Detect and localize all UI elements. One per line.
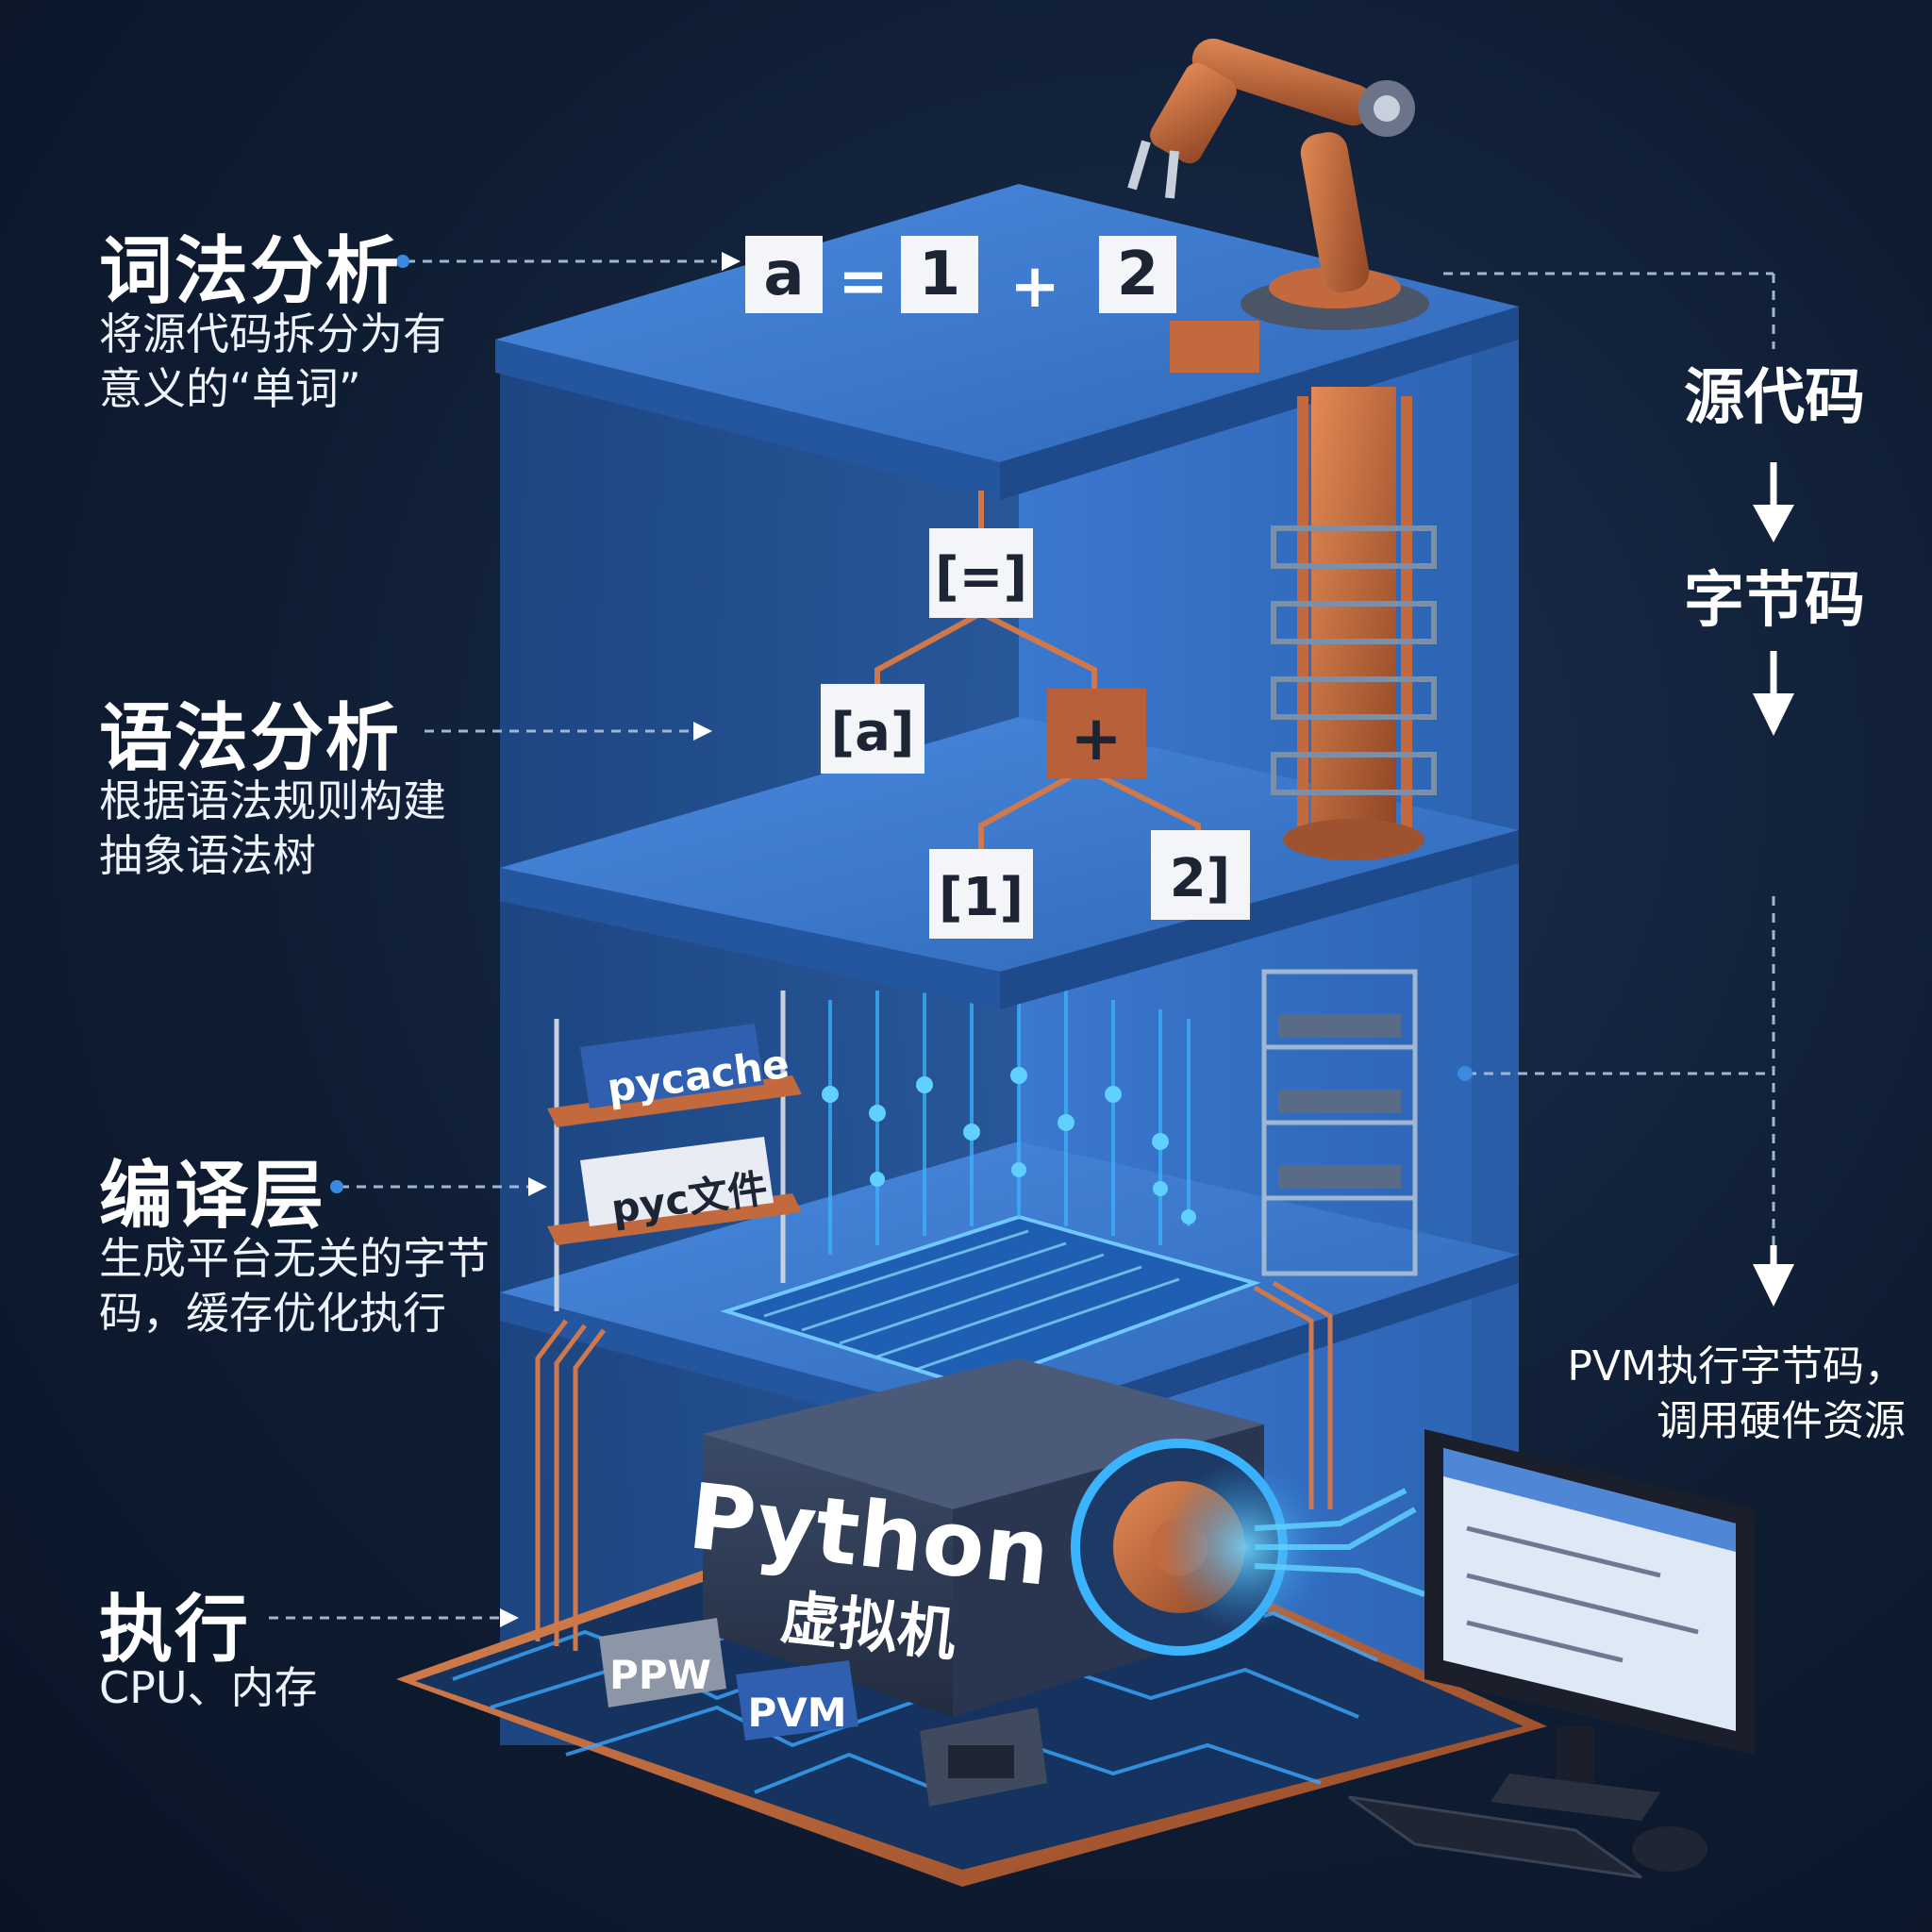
token-1: 1 bbox=[901, 236, 978, 313]
stage-syntax-desc: 根据语法规则构建抽象语法树 bbox=[99, 775, 446, 881]
flow-connectors bbox=[1443, 272, 1775, 1245]
bytecode-streams bbox=[828, 981, 1191, 1255]
flow-dot bbox=[1457, 1066, 1473, 1081]
rack-boards bbox=[1278, 1014, 1401, 1189]
ast-root-text: [=] bbox=[935, 546, 1027, 608]
signal-beams bbox=[1254, 1488, 1426, 1597]
stage-compile-title: 编译层 bbox=[99, 1154, 326, 1239]
token-2-text: 2 bbox=[1117, 240, 1159, 309]
flow-arrows bbox=[1753, 462, 1794, 1307]
ast-node-plus: + bbox=[1047, 689, 1146, 778]
server-rack bbox=[1261, 969, 1418, 1276]
stage-connectors bbox=[269, 259, 717, 1620]
python-vm: Python 虚拟机 bbox=[684, 1358, 1330, 1717]
keyboard bbox=[1348, 1795, 1642, 1879]
token-1-text: 1 bbox=[919, 240, 961, 309]
stage-arrows bbox=[500, 252, 741, 1627]
ast-node-a: [a] bbox=[821, 684, 924, 774]
copper-wires bbox=[535, 1280, 1333, 1651]
mouse-icon bbox=[1632, 1826, 1707, 1872]
chip-ppw-label: PPW bbox=[609, 1652, 711, 1698]
token-a-text: a bbox=[763, 240, 804, 309]
chip-socket bbox=[920, 1707, 1047, 1807]
ast-node-root: [=] bbox=[929, 528, 1033, 618]
stage-lexical-desc: 将源代码拆分为有意义的“单词” bbox=[99, 308, 446, 414]
copper-pillar bbox=[1271, 387, 1437, 860]
token-plus: + bbox=[1009, 252, 1060, 322]
ast-1-text: [1] bbox=[939, 867, 1024, 928]
cache-shelf: pycache pyc文件 bbox=[547, 991, 802, 1311]
stage-execute-desc: CPU、内存 bbox=[99, 1662, 318, 1713]
stage-execute-title: 执行 bbox=[99, 1588, 251, 1673]
platform-syntax bbox=[500, 717, 1519, 1009]
stage-dots bbox=[330, 255, 409, 1193]
ast-node-2: 2] bbox=[1151, 830, 1250, 920]
chip-pvm-label: PVM bbox=[747, 1690, 846, 1736]
ast-node-1: [1] bbox=[929, 849, 1033, 939]
platform-lexical bbox=[495, 184, 1519, 500]
token-a: a bbox=[745, 236, 823, 313]
stage-syntax-title: 语法分析 bbox=[99, 696, 402, 781]
ast-plus-text: + bbox=[1070, 702, 1122, 774]
flow-bytecode-label: 字节码 bbox=[1684, 566, 1865, 636]
stage-lexical-title: 词法分析 bbox=[99, 229, 402, 314]
token-equals: = bbox=[838, 247, 889, 317]
ast-2-text: 2] bbox=[1170, 848, 1231, 909]
ast-a-text: [a] bbox=[831, 702, 915, 763]
token-2: 2 bbox=[1099, 236, 1176, 313]
flow-source-label: 源代码 bbox=[1684, 363, 1865, 433]
stage-compile-desc: 生成平台无关的字节码，缓存优化执行 bbox=[99, 1233, 490, 1339]
chip-pvm: PVM bbox=[736, 1660, 858, 1740]
chip-ppw: PPW bbox=[599, 1618, 726, 1707]
bytecode-dots bbox=[822, 1067, 1196, 1224]
robot-arm bbox=[1127, 38, 1429, 330]
flow-execute-note: PVM执行字节码，调用硬件资源 bbox=[1567, 1342, 1906, 1445]
monitor bbox=[1424, 1429, 1755, 1821]
lego-brick bbox=[1170, 321, 1259, 373]
